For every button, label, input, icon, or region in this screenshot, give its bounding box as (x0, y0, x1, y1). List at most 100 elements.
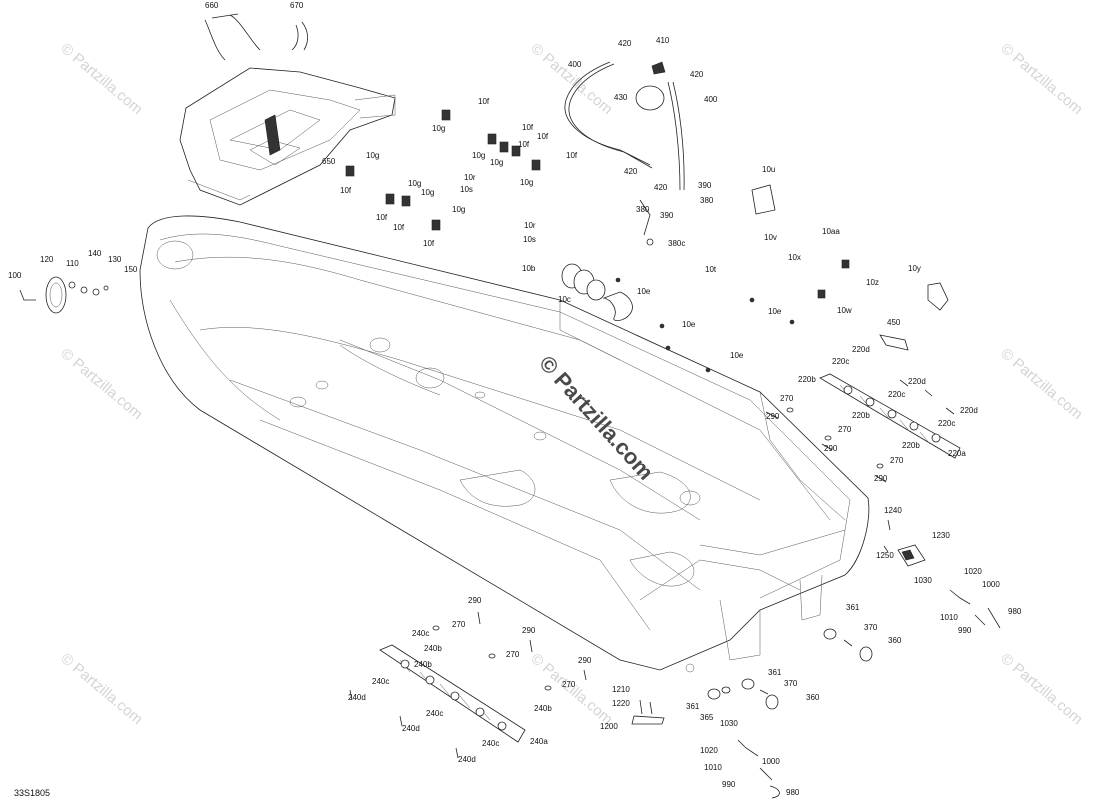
callout-label: 660 (205, 1, 219, 10)
callout-label: 240b (414, 660, 432, 669)
rub-rail-right (819, 373, 961, 459)
callout-label: 420 (690, 70, 704, 79)
drain-plug-parts (707, 628, 873, 710)
callout-label: 430 (614, 93, 628, 102)
callout-label: 10t (705, 265, 717, 274)
callout-label: 365 (700, 713, 714, 722)
callout-label: 361 (768, 668, 782, 677)
callout-label: 270 (562, 680, 576, 689)
callout-label: 150 (124, 265, 138, 274)
callout-label: 990 (722, 780, 736, 789)
callout-label: 240d (402, 724, 420, 733)
callout-label: 1240 (884, 506, 902, 515)
callout-label: 1220 (612, 699, 630, 708)
callout-label: 10f (478, 97, 490, 106)
callout-label: 130 (108, 255, 122, 264)
callout-label: 1230 (932, 531, 950, 540)
callout-label: 450 (887, 318, 901, 327)
callout-label: 10f (423, 239, 435, 248)
watermark: © Partzilla.com (997, 40, 1085, 118)
watermark: © Partzilla.com (57, 650, 145, 728)
callout-label: 10b (522, 264, 536, 273)
bracket-parts (751, 184, 949, 351)
callout-label: 240a (530, 737, 548, 746)
watermark: © Partzilla.com (57, 345, 145, 423)
callout-label: 1250 (876, 551, 894, 560)
callout-label: 110 (66, 259, 79, 268)
callout-label: 1030 (914, 576, 932, 585)
callout-label: 240c (412, 629, 429, 638)
callout-label: 10w (837, 306, 852, 315)
callout-label: 120 (40, 255, 54, 264)
bellows-parts (561, 263, 633, 322)
callout-label: 1030 (720, 719, 738, 728)
cap-assembly (19, 276, 109, 314)
callout-label: 10y (908, 264, 921, 273)
callout-label: 10f (340, 186, 352, 195)
callout-label: 10g (408, 179, 421, 188)
callout-label: 10g (421, 188, 434, 197)
callout-label: 220d (908, 377, 926, 386)
callout-label: 290 (522, 626, 536, 635)
callout-label: 240b (424, 644, 442, 653)
callout-label: 220d (960, 406, 978, 415)
callout-label: 400 (568, 60, 582, 69)
callout-label: 270 (506, 650, 520, 659)
callout-label: 10f (522, 123, 534, 132)
callout-label: 10u (762, 165, 775, 174)
callout-label: 220b (798, 375, 816, 384)
callout-label: 370 (784, 679, 798, 688)
callout-label: 10r (464, 173, 476, 182)
callout-label: 270 (838, 425, 852, 434)
clip-parts (345, 109, 850, 373)
callout-label: 390 (660, 211, 674, 220)
callout-label: 10f (566, 151, 578, 160)
callout-label: 10e (682, 320, 696, 329)
callout-label: 10aa (822, 227, 840, 236)
rub-rail-left (379, 644, 526, 743)
callout-label: 240c (372, 677, 389, 686)
callout-label: 10c (558, 295, 571, 304)
callout-label: 670 (290, 1, 304, 10)
handle-parts (204, 13, 308, 61)
callout-label: 10g (366, 151, 379, 160)
callout-label: 990 (958, 626, 972, 635)
callout-label: 240c (426, 709, 443, 718)
callout-label: 1010 (704, 763, 722, 772)
callout-label: 360 (806, 693, 820, 702)
callout-label: 290 (468, 596, 482, 605)
callout-label: 10g (490, 158, 503, 167)
callout-label: 10x (788, 253, 801, 262)
callout-label: 10f (537, 132, 549, 141)
callout-label: 10r (524, 221, 536, 230)
callout-label: 361 (686, 702, 700, 711)
switch-block (883, 519, 926, 567)
hardware-parts (349, 379, 955, 759)
callout-label: 980 (786, 788, 800, 797)
callout-label: 10z (866, 278, 879, 287)
callout-label: 100 (8, 271, 22, 280)
callout-label: 1000 (982, 580, 1000, 589)
callout-label: 220c (938, 419, 955, 428)
watermark: © Partzilla.com (997, 650, 1085, 728)
cleat-part (631, 699, 665, 725)
callout-label: 290 (578, 656, 592, 665)
callout-label: 220b (902, 441, 920, 450)
callout-label: 390 (698, 181, 712, 190)
callout-label: 270 (780, 394, 794, 403)
callout-label: 240b (534, 704, 552, 713)
hose-assembly (564, 61, 685, 246)
callout-label: 1210 (612, 685, 630, 694)
callout-label: 270 (452, 620, 466, 629)
callout-label: 220d (852, 345, 870, 354)
watermark: © Partzilla.com (527, 40, 615, 118)
callout-label: 400 (704, 95, 718, 104)
callout-label: 140 (88, 249, 102, 258)
callout-label: 240d (458, 755, 476, 764)
tow-hook-parts (737, 589, 1001, 799)
callout-label: 220c (832, 357, 849, 366)
callout-label: 980 (1008, 607, 1022, 616)
